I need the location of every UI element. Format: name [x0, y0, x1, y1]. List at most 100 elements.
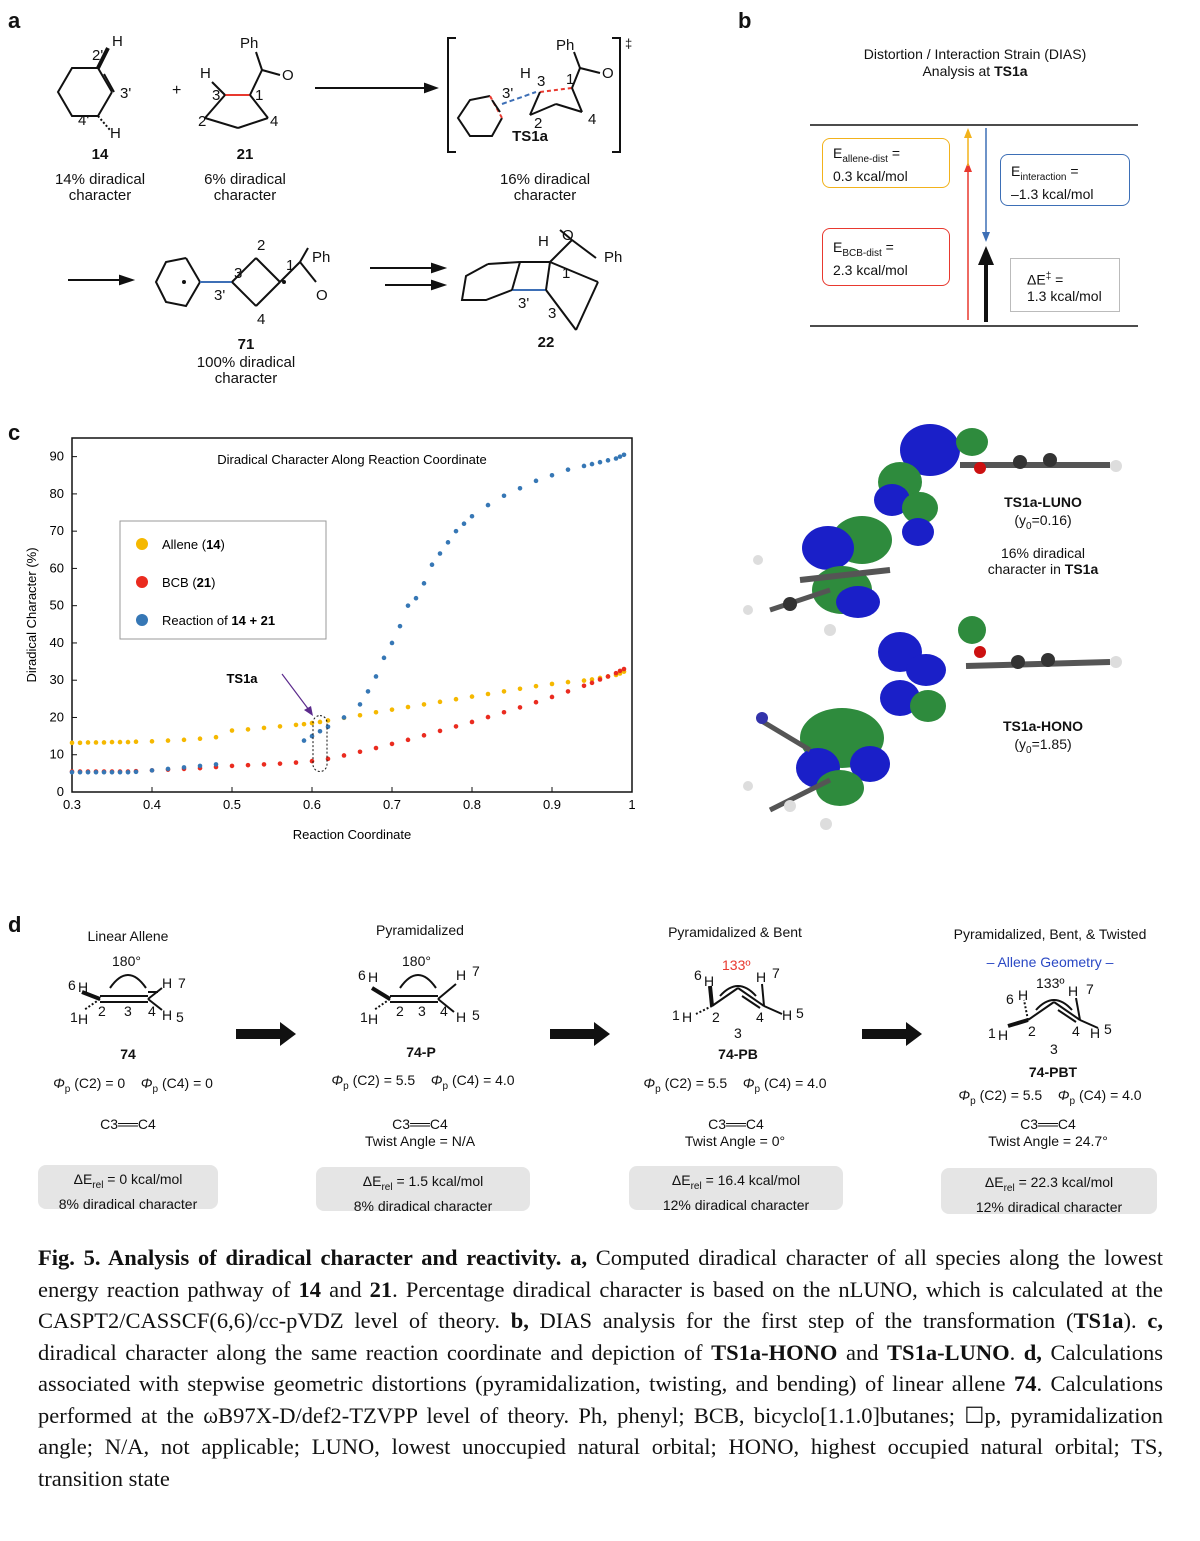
- angle-label: 180°: [402, 953, 431, 969]
- data-point-series-0: [405, 704, 411, 710]
- y-axis-label: Diradical Character (%): [24, 547, 39, 682]
- svg-text:1: 1: [672, 1007, 680, 1023]
- data-point-series-2: [373, 674, 379, 679]
- atom-h: H: [200, 65, 211, 82]
- y-tick-label: 90: [50, 449, 64, 464]
- svg-text:H: H: [78, 1011, 88, 1027]
- atom-ph: Ph: [312, 249, 330, 266]
- data-point-series-2: [85, 769, 91, 775]
- y-tick-label: 20: [50, 709, 64, 724]
- svg-text:6: 6: [1006, 991, 1014, 1007]
- data-point-series-1: [437, 728, 443, 734]
- svg-text:7: 7: [1086, 981, 1094, 997]
- atom-label: 1: [286, 257, 294, 274]
- atom-label: 3': [518, 295, 529, 312]
- data-point-series-1: [293, 760, 299, 765]
- data-point-series-2: [213, 762, 219, 767]
- heading-linear: Linear Allene: [87, 928, 169, 944]
- figure-caption: Fig. 5. Analysis of diradical character …: [38, 1245, 1164, 1491]
- barrier-box: ΔE‡ = 1.3 kcal/mol: [1010, 258, 1120, 312]
- data-point-series-2: [381, 655, 387, 661]
- data-point-series-1: [373, 745, 379, 751]
- x-tick-label: 0.4: [143, 797, 161, 812]
- svg-text:H: H: [1018, 987, 1028, 1003]
- data-point-series-2: [149, 768, 155, 773]
- svg-text:3: 3: [124, 1003, 132, 1019]
- y-tick-label: 50: [50, 598, 64, 613]
- data-point-series-0: [517, 686, 523, 692]
- data-point-series-1: [501, 709, 507, 715]
- data-point-series-0: [293, 722, 299, 728]
- data-point-series-0: [373, 709, 379, 715]
- svg-text:H: H: [704, 973, 714, 989]
- y-tick-label: 70: [50, 523, 64, 538]
- atom-label: 4: [588, 111, 596, 128]
- data-point-series-0: [501, 689, 507, 694]
- data-point-series-0: [261, 725, 267, 731]
- svg-text:H: H: [1068, 983, 1078, 999]
- data-point-series-2: [549, 472, 555, 478]
- orbital-rendering: [743, 424, 1122, 830]
- svg-text:H: H: [456, 1009, 466, 1025]
- compound-21: 21: [236, 146, 254, 163]
- data-point-series-2: [93, 769, 99, 775]
- y-tick-label: 30: [50, 672, 64, 687]
- angle-label: 133º: [722, 957, 750, 973]
- data-point-series-2: [357, 702, 363, 707]
- data-point-series-2: [317, 728, 323, 734]
- data-point-series-2: [365, 689, 371, 694]
- data-point-series-1: [517, 705, 523, 710]
- chart-legend: [119, 520, 327, 640]
- data-point-series-0: [437, 699, 443, 705]
- atom-ph: Ph: [240, 35, 258, 52]
- data-point-series-2: [397, 623, 403, 629]
- svg-text:3: 3: [418, 1003, 426, 1019]
- data-point-series-2: [405, 603, 411, 608]
- svg-text:H: H: [368, 969, 378, 985]
- x-tick-label: 0.3: [63, 797, 81, 812]
- data-point-series-2: [617, 454, 623, 459]
- svg-text:5: 5: [796, 1005, 804, 1021]
- data-point-series-0: [117, 739, 123, 745]
- svg-text:1: 1: [360, 1009, 368, 1025]
- step-arrow: [862, 1022, 922, 1046]
- atom-label: 2: [534, 115, 542, 132]
- atom-label: 4': [78, 112, 89, 129]
- bcb-distortion-box: EBCB-dist = 2.3 kcal/mol: [822, 228, 950, 286]
- phi-row-74-p: Φp (C2) = 5.5 Φp (C4) = 4.0: [331, 1072, 515, 1092]
- data-point-series-1: [597, 677, 603, 682]
- data-point-series-0: [589, 677, 595, 682]
- y-tick-label: 0: [57, 784, 64, 799]
- data-point-series-1: [605, 674, 611, 679]
- data-point-series-1: [341, 753, 347, 758]
- svg-text:1: 1: [988, 1025, 996, 1041]
- data-point-series-1: [389, 741, 395, 747]
- svg-text:2: 2: [396, 1003, 404, 1019]
- data-point-series-0: [317, 719, 323, 725]
- hono-y0: (y0=1.85): [1014, 736, 1072, 756]
- data-point-series-0: [149, 739, 155, 744]
- svg-text:7: 7: [472, 963, 480, 979]
- data-point-series-0: [245, 727, 251, 732]
- data-point-series-0: [101, 740, 107, 745]
- data-point-series-2: [613, 456, 619, 461]
- svg-text:4: 4: [756, 1009, 764, 1025]
- data-point-series-0: [357, 712, 363, 718]
- data-point-series-1: [261, 762, 267, 767]
- svg-text:7: 7: [178, 975, 186, 991]
- svg-text:6: 6: [358, 967, 366, 983]
- svg-text:5: 5: [176, 1009, 184, 1025]
- data-point-series-0: [109, 739, 115, 745]
- compound-71: 71: [237, 336, 255, 353]
- atom-o: O: [602, 65, 614, 82]
- data-point-series-2: [445, 540, 451, 545]
- data-point-series-1: [485, 714, 491, 720]
- data-point-series-0: [85, 740, 91, 745]
- data-point-series-0: [565, 679, 571, 685]
- data-point-series-0: [469, 694, 475, 699]
- svg-text:2: 2: [98, 1003, 106, 1019]
- svg-text:3: 3: [734, 1025, 742, 1041]
- atom-h: H: [112, 33, 123, 50]
